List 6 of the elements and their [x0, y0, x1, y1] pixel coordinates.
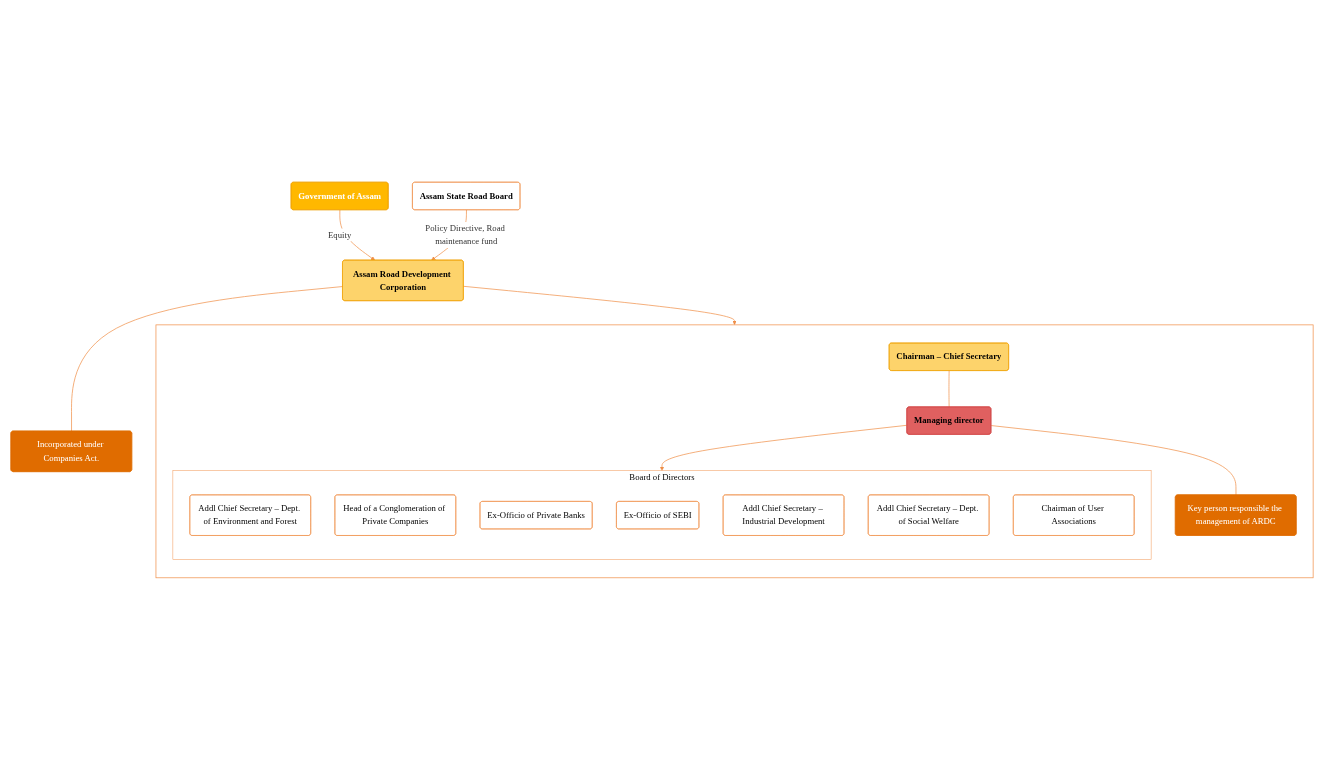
connector [948, 370, 949, 408]
edge-label: Policy Directive, Road maintenance fund [424, 223, 505, 247]
connector [70, 286, 343, 432]
cluster [155, 324, 1313, 579]
connector [990, 425, 1236, 496]
edge-label: Equity [327, 229, 351, 240]
